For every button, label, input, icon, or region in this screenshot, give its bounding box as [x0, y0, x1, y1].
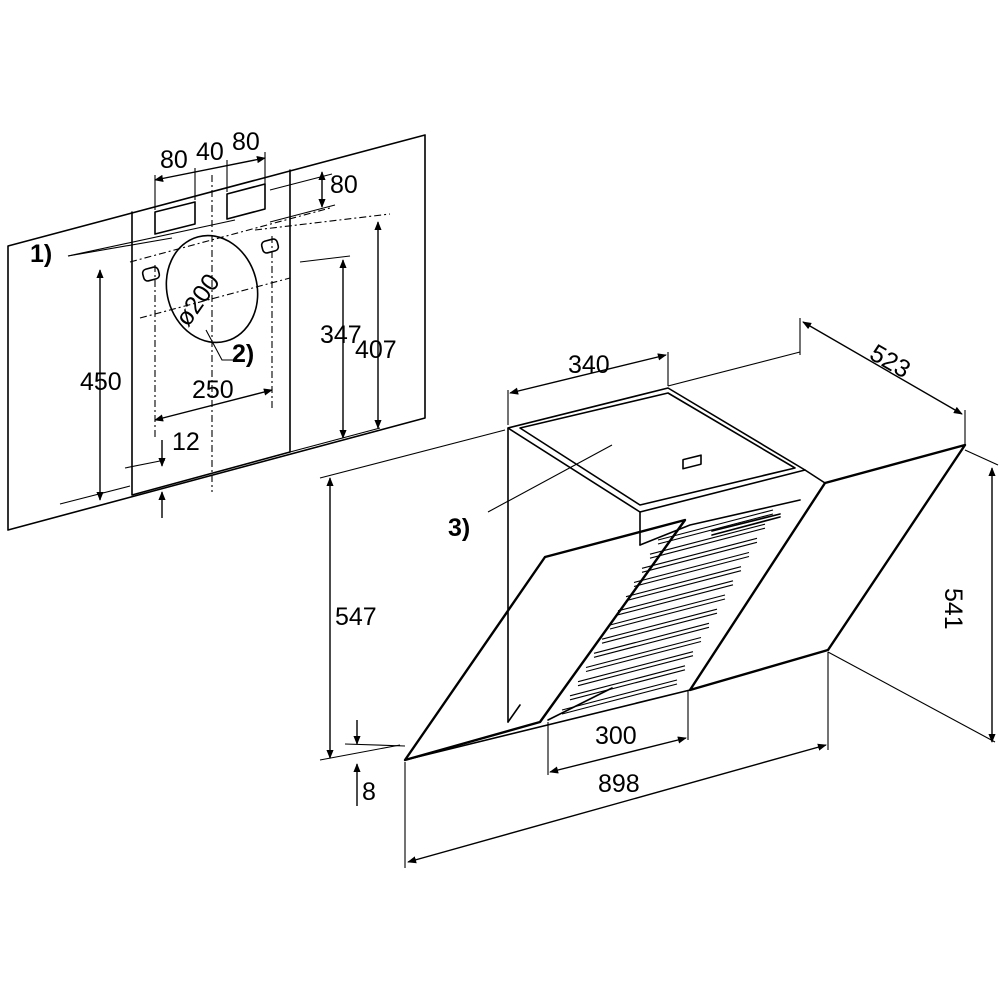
grille-slat — [649, 527, 766, 559]
glass-panel-right — [688, 443, 967, 692]
grille-slat — [609, 598, 726, 630]
grille-slat — [633, 555, 750, 588]
grille-slat — [569, 669, 686, 701]
dim-40: 40 — [196, 138, 224, 166]
slot-hole-left — [141, 266, 161, 282]
dim-250: 250 — [192, 376, 234, 404]
cutout-left — [154, 201, 196, 235]
grille-slat — [561, 683, 678, 715]
dim-347: 347 — [320, 321, 362, 349]
grille-slat — [593, 622, 710, 654]
grille-slat — [625, 566, 742, 598]
grille-slat — [633, 551, 750, 584]
grille-slat — [577, 655, 694, 687]
callout-3: 3) — [448, 514, 470, 542]
grille-slat — [609, 594, 726, 626]
grille-slat — [601, 612, 718, 644]
wall-dimensions — [67, 156, 382, 518]
glass-panel-left — [403, 518, 687, 762]
cutout-right — [226, 183, 266, 220]
grille-slat — [641, 537, 758, 569]
grille-slat — [569, 665, 686, 697]
callout-2: 2) — [232, 340, 254, 368]
air-grille — [561, 509, 774, 715]
hood-dimensions — [319, 318, 999, 868]
grille-slat — [577, 651, 694, 683]
grille-slat — [617, 580, 734, 612]
grille-slat — [585, 636, 702, 669]
dim-80-right: 80 — [232, 128, 260, 156]
dim-898: 898 — [598, 770, 640, 798]
grille-slat — [593, 626, 710, 658]
grille-slat — [617, 584, 734, 616]
dim-450: 450 — [80, 368, 122, 396]
dim-547: 547 — [335, 603, 377, 631]
cooker-hood — [403, 387, 967, 762]
grille-slat — [657, 509, 774, 541]
dim-diameter: ø200 — [170, 269, 226, 332]
callout-1: 1) — [30, 240, 52, 268]
dim-8: 8 — [362, 778, 376, 806]
dim-340: 340 — [568, 351, 610, 379]
dim-541: 541 — [939, 588, 967, 630]
dim-407: 407 — [355, 336, 397, 364]
grille-slat — [601, 608, 718, 640]
dim-300: 300 — [595, 722, 637, 750]
dim-80-vertical: 80 — [330, 171, 358, 199]
dim-523: 523 — [865, 339, 915, 384]
wall-panel — [7, 134, 426, 531]
grille-slat — [561, 679, 678, 711]
grille-slat — [641, 541, 758, 573]
dim-80-left: 80 — [160, 146, 188, 174]
grille-slat — [585, 640, 702, 673]
dim-12: 12 — [172, 428, 200, 456]
slot-hole-right — [260, 238, 280, 254]
grille-slat — [649, 523, 766, 555]
control-icon — [682, 454, 702, 470]
grille-slat — [657, 513, 774, 545]
duct-opening — [165, 234, 259, 344]
grille-slat — [625, 570, 742, 602]
